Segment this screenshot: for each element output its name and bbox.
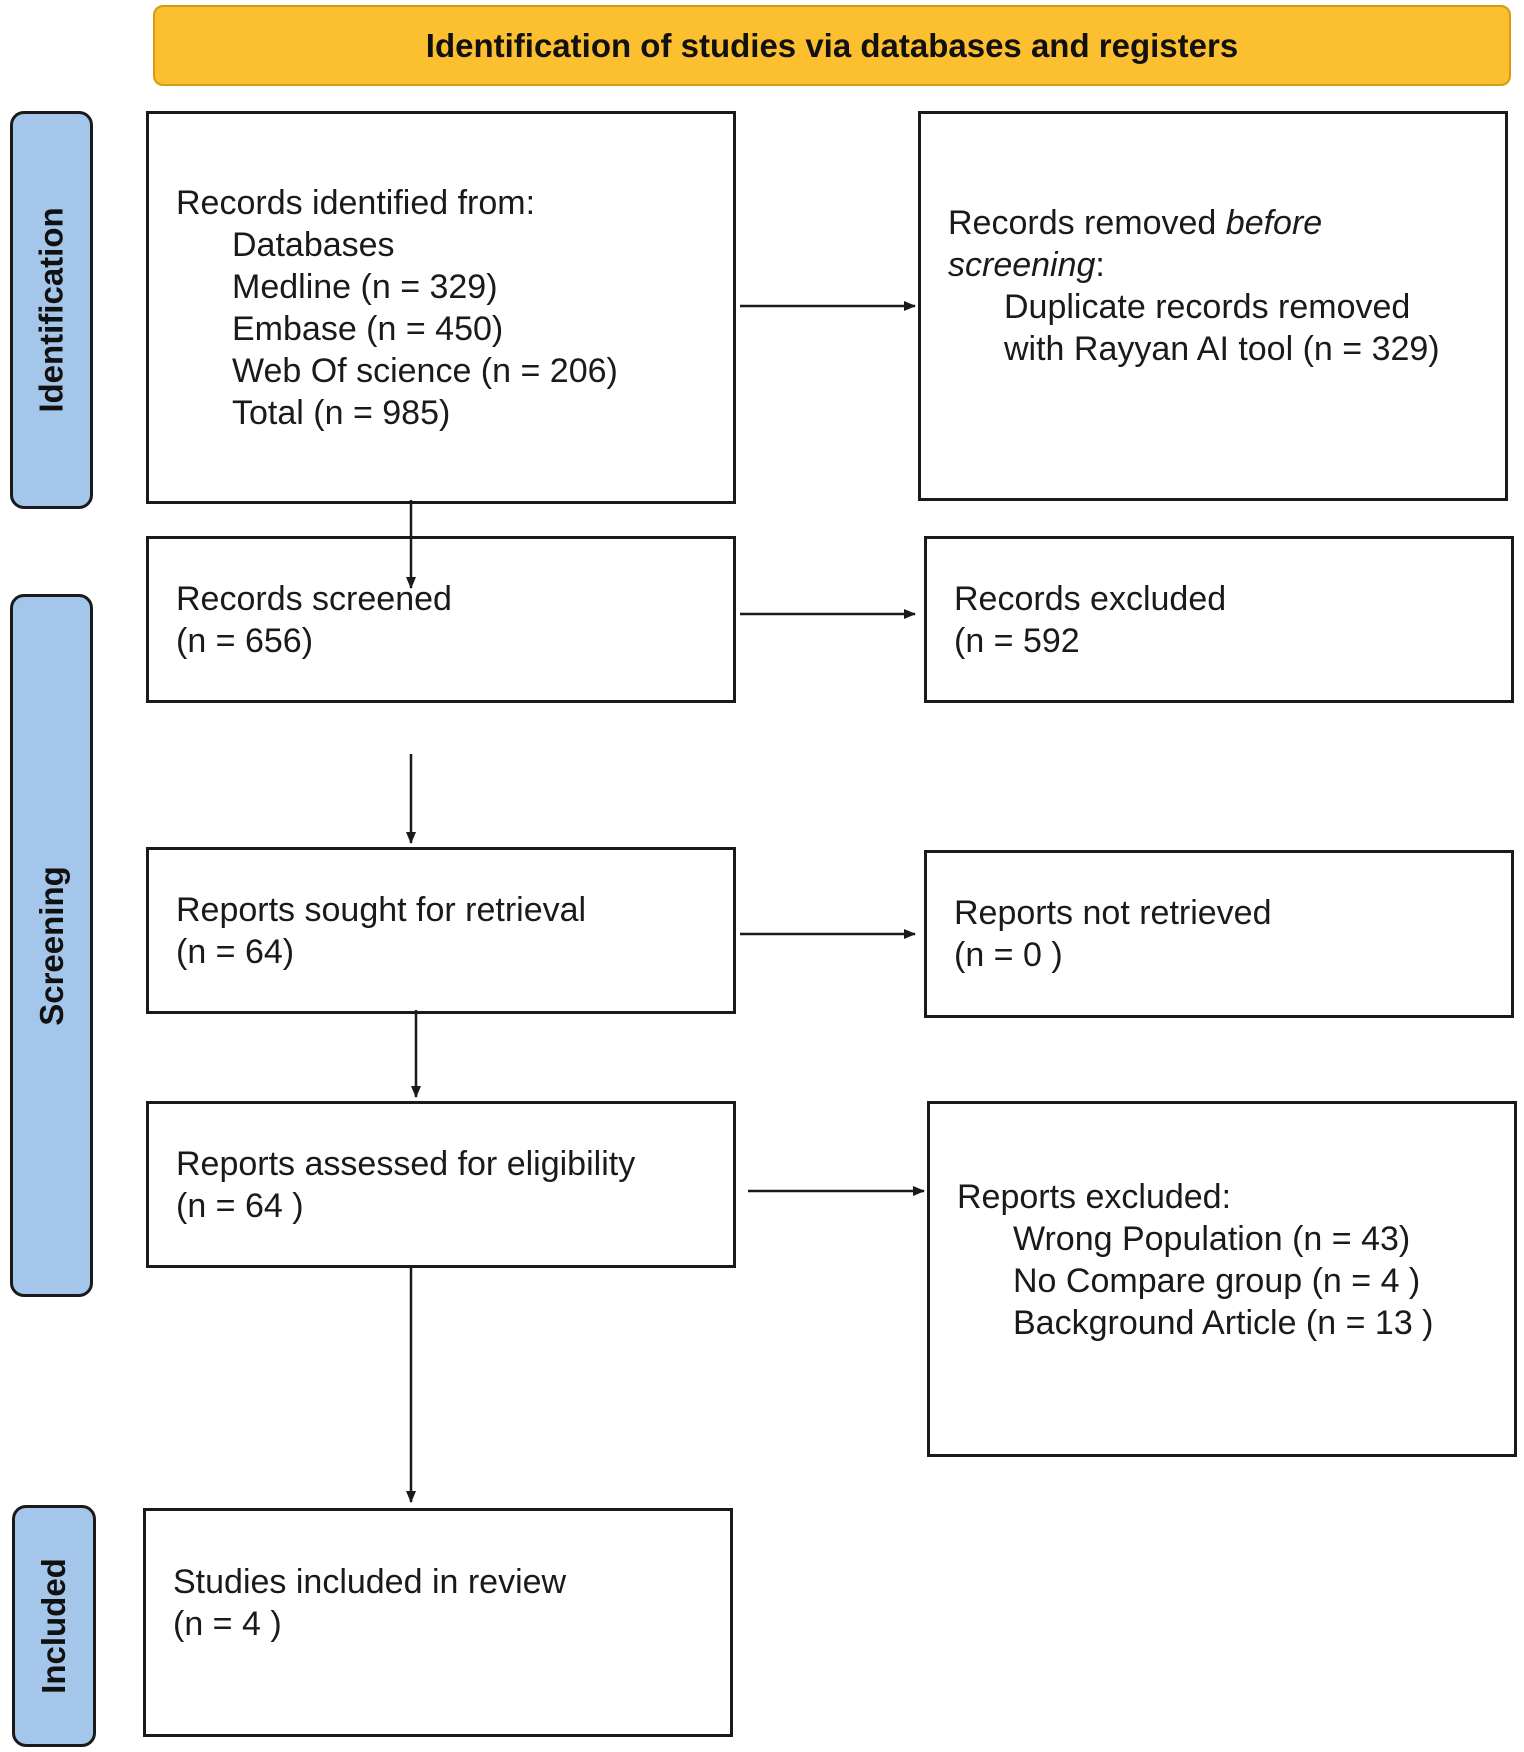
records-removed-detail: with Rayyan AI tool (n = 329) xyxy=(1004,330,1440,368)
records-screened-count: (n = 656) xyxy=(176,621,314,660)
reports-not-retrieved-count: (n = 0 ) xyxy=(954,936,1063,974)
phase-included: Included xyxy=(12,1505,96,1747)
reports-sought-box: Reports sought for retrieval (n = 64) xyxy=(146,847,736,1014)
phase-screening: Screening xyxy=(10,594,93,1297)
records-excluded-box: Records excluded (n = 592 xyxy=(924,536,1514,703)
records-identified-total: Total (n = 985) xyxy=(232,393,451,432)
reports-not-retrieved-box: Reports not retrieved (n = 0 ) xyxy=(924,850,1514,1018)
records-identified-source: Embase (n = 450) xyxy=(232,309,504,348)
records-excluded-count: (n = 592 xyxy=(954,621,1080,660)
reports-excluded-reason: Wrong Population (n = 43) xyxy=(1013,1220,1411,1258)
records-excluded-label: Records excluded xyxy=(954,579,1227,618)
records-screened-label: Records screened xyxy=(176,579,452,618)
phase-identification-label: Identification xyxy=(32,207,70,413)
reports-excluded-box: Reports excluded: Wrong Population (n = … xyxy=(927,1101,1517,1457)
records-identified-source: Medline (n = 329) xyxy=(232,267,498,306)
phase-identification: Identification xyxy=(10,111,93,509)
records-identified-heading: Records identified from: xyxy=(176,183,536,222)
records-identified-source: Databases xyxy=(232,225,395,264)
reports-sought-count: (n = 64) xyxy=(176,932,295,971)
records-removed-box: Records removed before screening: Duplic… xyxy=(918,111,1508,501)
records-identified-source: Web Of science (n = 206) xyxy=(232,351,618,390)
records-screened-box: Records screened (n = 656) xyxy=(146,536,736,703)
reports-assessed-box: Reports assessed for eligibility (n = 64… xyxy=(146,1101,736,1268)
records-removed-heading-cont: screening: xyxy=(948,246,1105,284)
studies-included-label: Studies included in review xyxy=(173,1563,567,1601)
reports-assessed-count: (n = 64 ) xyxy=(176,1186,304,1225)
reports-excluded-heading: Reports excluded: xyxy=(957,1178,1232,1216)
studies-included-box: Studies included in review (n = 4 ) xyxy=(143,1508,733,1737)
reports-not-retrieved-label: Reports not retrieved xyxy=(954,894,1272,932)
records-removed-heading: Records removed before xyxy=(948,204,1323,242)
reports-sought-label: Reports sought for retrieval xyxy=(176,890,587,929)
records-removed-detail: Duplicate records removed xyxy=(1004,288,1411,326)
phase-included-label: Included xyxy=(35,1558,72,1694)
reports-excluded-reason: Background Article (n = 13 ) xyxy=(1013,1304,1434,1342)
reports-excluded-reason: No Compare group (n = 4 ) xyxy=(1013,1262,1421,1300)
phase-screening-label: Screening xyxy=(32,865,70,1026)
records-identified-box: Records identified from: Databases Medli… xyxy=(146,111,736,504)
phase-header: Identification of studies via databases … xyxy=(153,5,1511,86)
reports-assessed-label: Reports assessed for eligibility xyxy=(176,1144,636,1183)
studies-included-count: (n = 4 ) xyxy=(173,1605,282,1643)
